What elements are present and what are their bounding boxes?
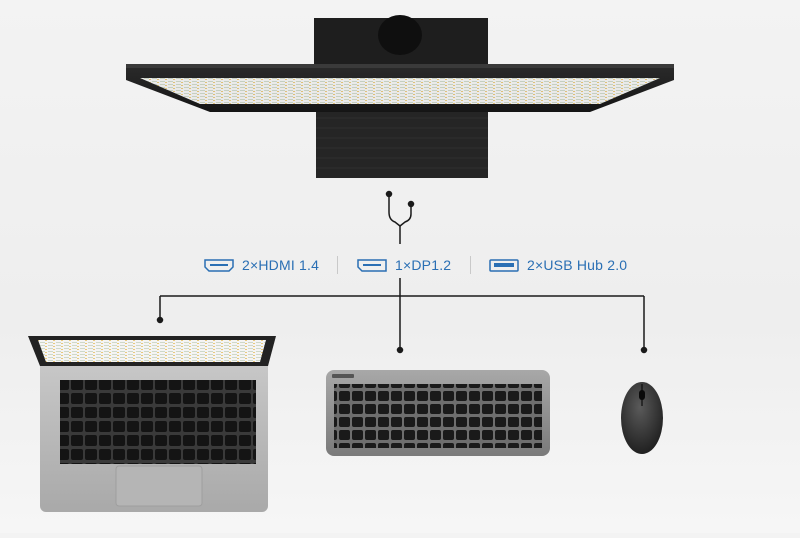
monitor (126, 15, 674, 178)
hdmi-port-icon (204, 258, 234, 272)
port-usb-label: 2×USB Hub 2.0 (527, 257, 628, 273)
displayport-icon (357, 258, 387, 272)
usb-port-icon (489, 258, 519, 272)
port-hdmi-label: 2×HDMI 1.4 (242, 257, 320, 273)
divider (470, 256, 471, 274)
keyboard (326, 370, 550, 456)
laptop-keyboard (60, 380, 256, 464)
divider (337, 256, 338, 274)
mouse (621, 382, 663, 454)
keyboard-keys (334, 384, 542, 448)
ports-row: 2×HDMI 1.4 1×DP1.2 2×USB Hub 2.0 (0, 254, 800, 276)
monitor-screen (140, 78, 660, 104)
mouse-body (621, 382, 663, 454)
cable-split (156, 190, 648, 354)
port-hdmi: 2×HDMI 1.4 (204, 254, 319, 276)
mouse-scroll-wheel (639, 390, 645, 400)
monitor-stand-hinge (378, 15, 422, 55)
port-dp-label: 1×DP1.2 (395, 257, 452, 273)
laptop-touchpad (115, 465, 203, 507)
port-usb: 2×USB Hub 2.0 (489, 254, 627, 276)
laptop-screen (38, 340, 266, 362)
laptop (28, 336, 276, 512)
port-dp: 1×DP1.2 (357, 254, 451, 276)
monitor-stand-base (316, 108, 488, 178)
